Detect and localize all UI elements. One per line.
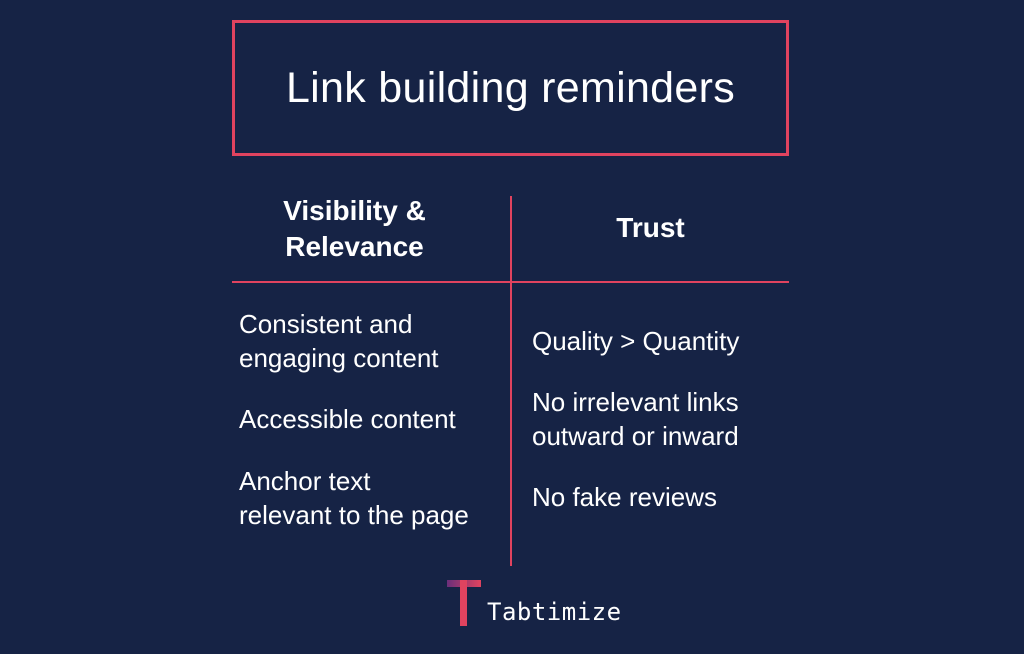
tabtimize-t-logo-icon: [447, 580, 481, 626]
column-heading-line: Visibility &: [283, 195, 426, 226]
list-item-line: No irrelevant links: [532, 387, 739, 417]
list-item-line: Anchor text: [239, 466, 371, 496]
list-item-quality-quantity: Quality > Quantity: [532, 324, 739, 358]
list-item-line: relevant to the page: [239, 500, 469, 530]
brand-name: Tabtimize: [487, 598, 622, 626]
column-heading-visibility-relevance: Visibility & Relevance: [232, 193, 477, 265]
column-divider: [510, 196, 512, 566]
list-item-line: Accessible content: [239, 404, 456, 434]
list-item-line: Consistent and: [239, 309, 413, 339]
title-box: Link building reminders: [232, 20, 789, 156]
list-item-line: outward or inward: [532, 421, 739, 451]
column-heading-line: Trust: [616, 212, 685, 243]
list-item-line: engaging content: [239, 343, 439, 373]
header-divider: [232, 281, 789, 283]
column-heading-line: Relevance: [285, 231, 424, 262]
list-item-no-irrelevant-links: No irrelevant links outward or inward: [532, 385, 739, 453]
column-heading-trust: Trust: [512, 210, 789, 246]
list-item-accessible-content: Accessible content: [239, 402, 456, 436]
list-item-line: Quality > Quantity: [532, 326, 740, 356]
list-item-anchor-text: Anchor text relevant to the page: [239, 464, 469, 532]
list-item-line: No fake reviews: [532, 482, 717, 512]
page-title: Link building reminders: [285, 63, 736, 112]
list-item-no-fake-reviews: No fake reviews: [532, 480, 717, 514]
list-item-consistent-content: Consistent and engaging content: [239, 307, 439, 375]
